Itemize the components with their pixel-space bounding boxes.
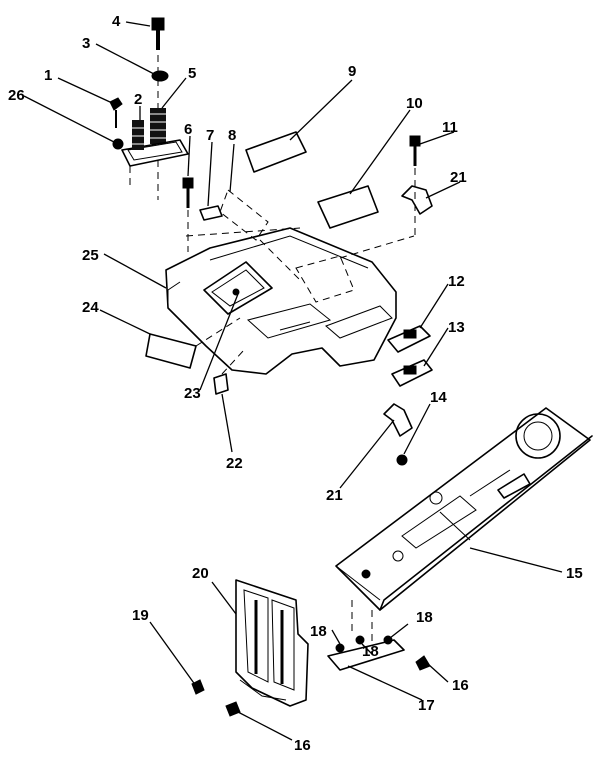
spring-part-5 [150,108,166,144]
bolt-part-6 [182,177,194,252]
callout-20: 20 [192,565,209,582]
callout-19: 19 [132,607,149,624]
callout-8: 8 [228,127,236,144]
decal-part-24 [145,333,197,369]
callout-23: 23 [184,385,201,402]
callout-labels: 4 3 5 1 26 2 9 10 11 6 7 8 21 25 12 24 1… [8,13,583,754]
bracket-part-17 [327,639,405,671]
bracket-part-21-upper [401,185,433,215]
callout-18-a: 18 [310,623,327,640]
pin-part-1 [109,97,123,128]
screw-part-16-a [415,655,431,671]
callout-13: 13 [448,319,465,336]
washer-part-3 [151,70,169,82]
callout-7: 7 [206,127,214,144]
callout-6: 6 [184,121,192,138]
callout-14: 14 [430,389,447,406]
gasket-part-8 [219,189,269,241]
callout-5: 5 [188,65,196,82]
callout-26: 26 [8,87,25,104]
leader-lines [23,21,563,741]
plate-part-2 [121,120,189,200]
bolt-part-4 [151,17,165,120]
callout-1: 1 [44,67,52,84]
pad-part-7 [199,205,223,221]
callout-24: 24 [82,299,99,316]
callout-18-b: 18 [416,609,433,626]
callout-25: 25 [82,247,99,264]
callout-17: 17 [418,697,435,714]
bolt-part-11 [409,135,421,238]
callout-16-b: 16 [294,737,311,754]
clip-part-22 [213,373,229,395]
callout-21-lower: 21 [326,487,343,504]
nut-part-18-a [335,643,345,653]
nut-part-18-b [355,635,365,645]
nut-part-14 [396,454,408,466]
bracket-part-21-lower [383,403,413,437]
callout-18-c: 18 [362,643,379,660]
callout-10: 10 [406,95,423,112]
switch-part-13 [391,359,433,387]
panel-part-20 [235,579,309,707]
callout-12: 12 [448,273,465,290]
callout-2: 2 [134,91,142,108]
callout-16-a: 16 [452,677,469,694]
callout-22: 22 [226,455,243,472]
callout-3: 3 [82,35,90,52]
screw-part-16-b [225,701,241,717]
callout-11: 11 [442,119,458,136]
console-part-25 [165,227,415,375]
nut-part-26 [112,138,124,150]
switch-part-12 [387,325,431,353]
callout-9: 9 [348,63,356,80]
callout-15: 15 [566,565,583,582]
decal-part-9 [245,131,307,173]
frame-part-15 [335,407,593,646]
callout-4: 4 [112,13,121,30]
callout-21-upper: 21 [450,169,467,186]
decal-part-10 [317,185,379,229]
